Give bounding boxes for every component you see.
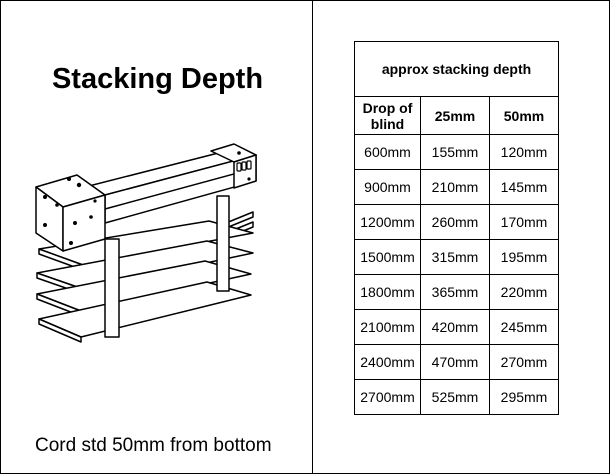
- table-row: 1500mm 315mm 195mm: [354, 239, 559, 275]
- depth-25mm-cell: 260mm: [420, 204, 490, 240]
- drop-cell: 2400mm: [354, 344, 421, 380]
- blind-slat: [38, 281, 252, 343]
- depth-25mm-cell: 315mm: [420, 239, 490, 275]
- table-row: 900mm 210mm 145mm: [354, 169, 559, 205]
- table-row: 2100mm 420mm 245mm: [354, 309, 559, 345]
- depth-25mm-cell: 155mm: [420, 134, 490, 170]
- column-header-25mm: 25mm: [420, 96, 490, 135]
- headrail: [35, 143, 257, 252]
- column-header-50mm: 50mm: [489, 96, 559, 135]
- table-caption: approx stacking depth: [354, 41, 559, 97]
- table-row: 600mm 155mm 120mm: [354, 134, 559, 170]
- drop-cell: 900mm: [354, 169, 421, 205]
- table-row: 1200mm 260mm 170mm: [354, 204, 559, 240]
- blind-slat: [38, 220, 254, 271]
- column-header-drop: Drop of blind: [354, 96, 421, 135]
- drop-cell: 1500mm: [354, 239, 421, 275]
- ladder-tape: [216, 195, 230, 292]
- depth-25mm-cell: 210mm: [420, 169, 490, 205]
- table-row: 1800mm 365mm 220mm: [354, 274, 559, 310]
- ladder-tape: [104, 238, 120, 338]
- table-caption-row: approx stacking depth: [354, 41, 559, 97]
- drop-cell: 1800mm: [354, 274, 421, 310]
- drop-cell: 1200mm: [354, 204, 421, 240]
- depth-25mm-cell: 470mm: [420, 344, 490, 380]
- venetian-blind-illustration: [35, 143, 257, 343]
- left-panel: Stacking Depth: [0, 0, 313, 474]
- table-row: 2700mm 525mm 295mm: [354, 379, 559, 415]
- page-title: Stacking Depth: [51, 63, 264, 95]
- blind-slat: [36, 260, 252, 317]
- drop-cell: 2700mm: [354, 379, 421, 415]
- cord-caption: Cord std 50mm from bottom: [35, 435, 272, 456]
- depth-50mm-cell: 120mm: [489, 134, 559, 170]
- drop-cell: 2100mm: [354, 309, 421, 345]
- depth-50mm-cell: 195mm: [489, 239, 559, 275]
- depth-25mm-cell: 420mm: [420, 309, 490, 345]
- depth-50mm-cell: 295mm: [489, 379, 559, 415]
- stacking-depth-table: approx stacking depth Drop of blind 25mm…: [354, 41, 559, 415]
- depth-50mm-cell: 145mm: [489, 169, 559, 205]
- drop-cell: 600mm: [354, 134, 421, 170]
- table-row: 2400mm 470mm 270mm: [354, 344, 559, 380]
- depth-50mm-cell: 270mm: [489, 344, 559, 380]
- depth-50mm-cell: 170mm: [489, 204, 559, 240]
- depth-25mm-cell: 365mm: [420, 274, 490, 310]
- depth-50mm-cell: 220mm: [489, 274, 559, 310]
- table-header-row: Drop of blind 25mm 50mm: [354, 96, 559, 135]
- depth-25mm-cell: 525mm: [420, 379, 490, 415]
- depth-50mm-cell: 245mm: [489, 309, 559, 345]
